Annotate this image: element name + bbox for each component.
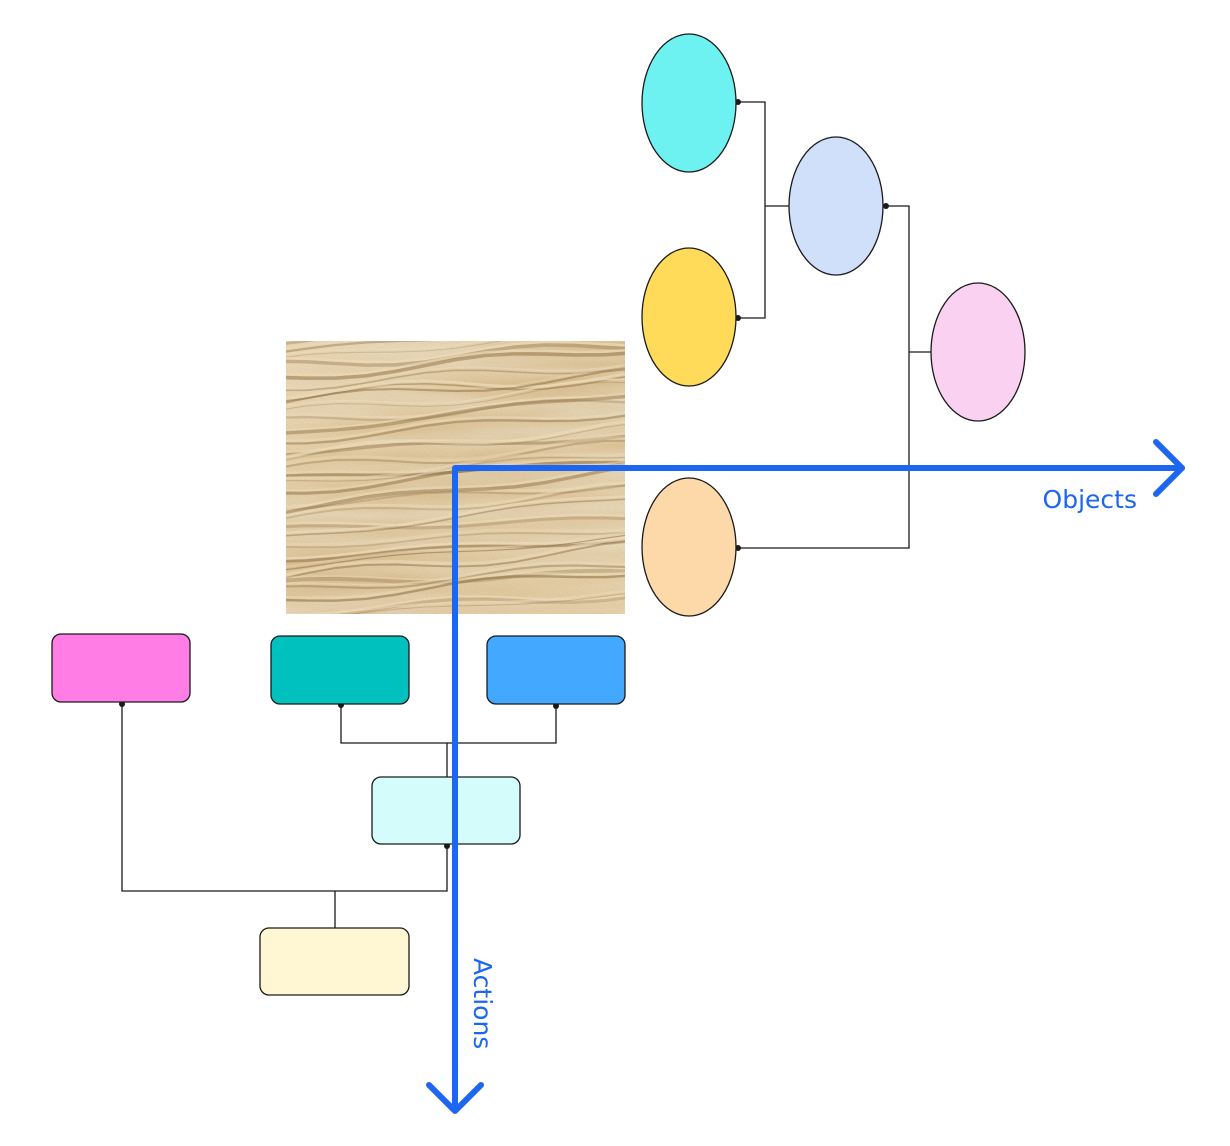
object-node-yellow[interactable] [641,247,737,387]
object-node-peach[interactable] [641,477,737,617]
sand-ridge-highlight [276,305,635,333]
sand-ridge-highlight [286,341,293,342]
axes [426,439,1185,1114]
action-node-blue[interactable] [486,635,626,705]
sand-ridge-shadow [276,299,635,326]
action-node-cream[interactable] [259,927,410,996]
action-node-magenta[interactable] [51,633,191,703]
objects-axis-label: Objects [1043,485,1137,514]
sand-ridge-shadow [276,308,635,336]
object-node-pink[interactable] [930,282,1026,422]
object-node-lavender[interactable] [788,136,884,276]
objects-tree-connectors [738,101,931,549]
objects-axis-arrowhead-icon [1153,439,1185,497]
sand-ridge-shadow [286,341,317,345]
actions-tree-connectors [121,704,557,929]
objects-axis-line [452,465,1185,1111]
sand-ridge-highlight [276,296,635,323]
actions-axis-arrowhead-icon [426,1082,484,1114]
object-node-cyan[interactable] [641,33,737,173]
action-node-light-cyan[interactable] [371,776,521,845]
action-node-teal[interactable] [270,635,410,705]
actions-axis-label: Actions [468,958,497,1049]
